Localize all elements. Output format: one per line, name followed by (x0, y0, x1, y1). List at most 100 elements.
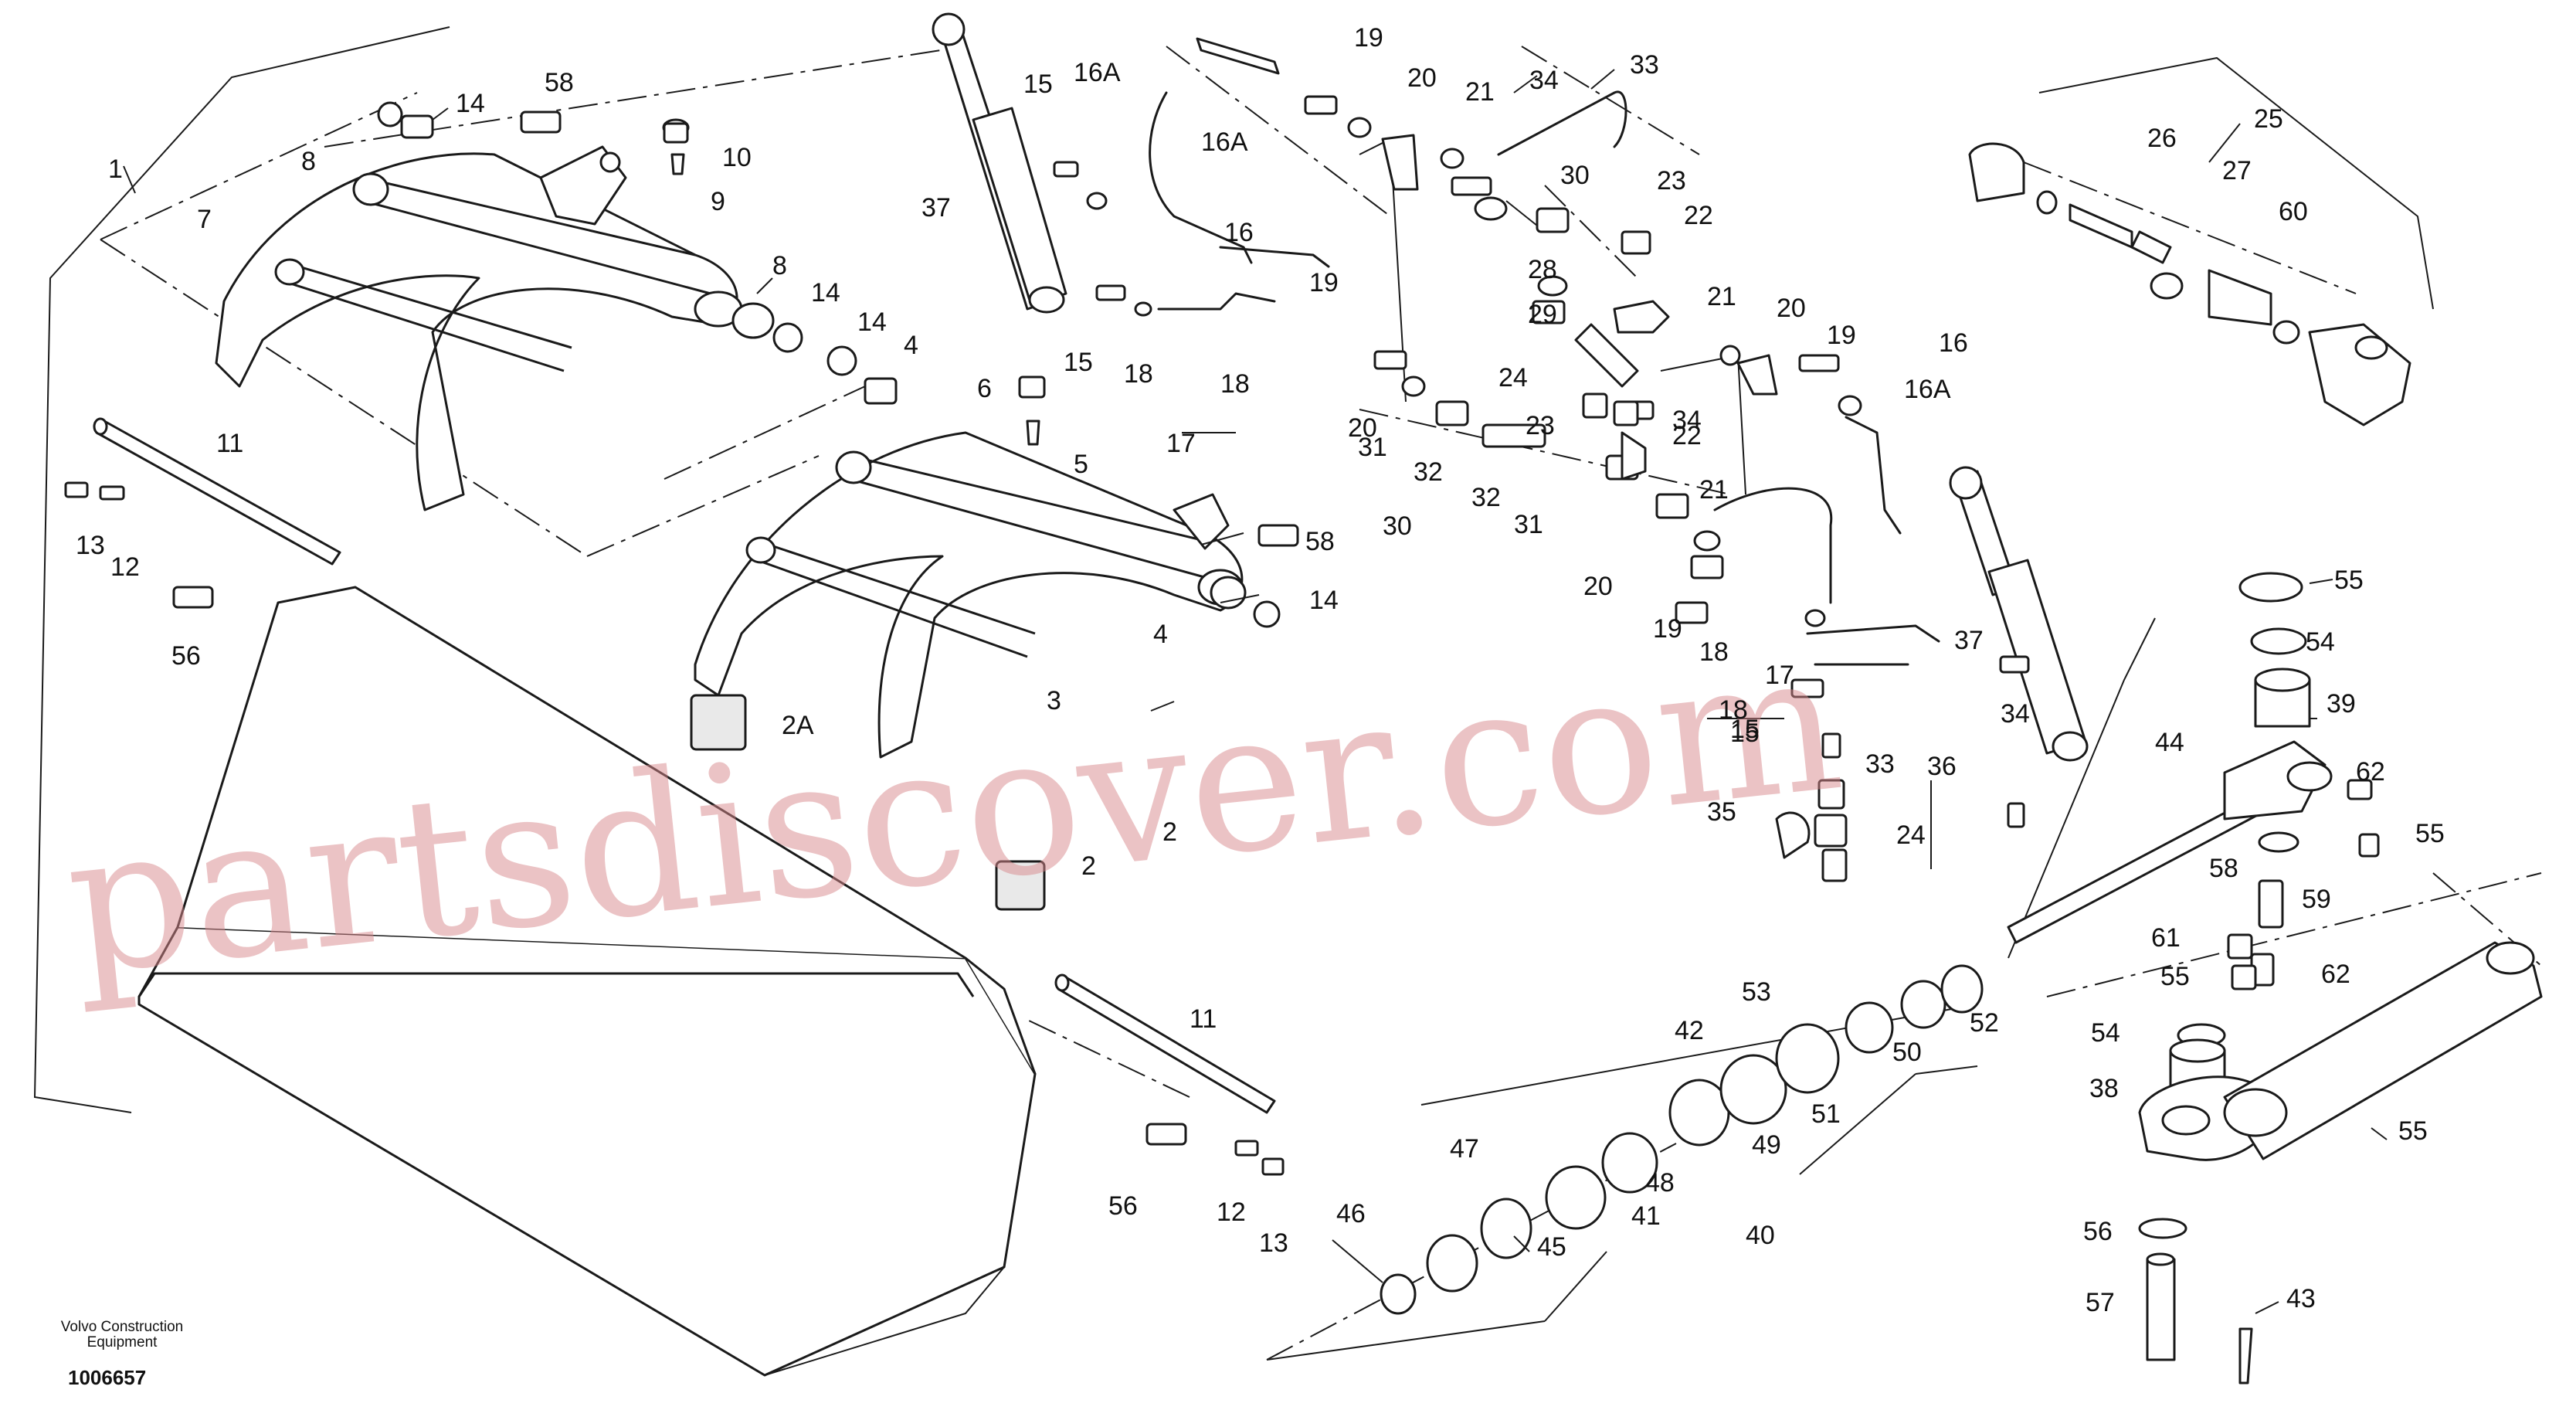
callout-label: 46 (1336, 1199, 1366, 1228)
callout-label: 15 (1730, 715, 1760, 744)
callout-label: 16 (1939, 328, 1968, 358)
callout-label: 22 (1684, 201, 1713, 230)
callout-label: 19 (1653, 614, 1682, 644)
callout-label: 11 (216, 429, 243, 458)
callout-label: 15 (1023, 70, 1053, 99)
callout-label: 7 (197, 205, 212, 234)
callout-label: 31 (1358, 433, 1387, 462)
callout-label: 52 (1970, 1008, 1999, 1038)
hydraulic-lines (1166, 46, 1978, 1106)
callout-label: 48 (1645, 1168, 1675, 1198)
callout-label: 44 (2155, 728, 2184, 757)
callout-label: 24 (1498, 363, 1528, 392)
callout-label: 55 (2398, 1116, 2428, 1146)
shafts (93, 417, 1276, 1114)
callout-label: 56 (2083, 1217, 2113, 1246)
callout-label: 2 (1081, 851, 1096, 881)
callout-label: 36 (1927, 752, 1957, 781)
callout-label: 18 (1220, 369, 1250, 399)
hydraulic-hoses (1149, 37, 1940, 666)
clamp-arm-lower (694, 431, 1244, 759)
callout-label: 14 (456, 89, 485, 118)
callout-label: 13 (1259, 1228, 1288, 1258)
callout-label: 39 (2327, 689, 2356, 719)
callout-label: 62 (2321, 960, 2350, 989)
callout-label: 5 (1074, 450, 1088, 479)
callout-label: 2 (1162, 817, 1177, 847)
callout-label: 34 (1672, 406, 1702, 435)
callout-label: 14 (857, 307, 887, 337)
callout-label: 29 (1528, 300, 1557, 329)
hydraulic-fittings (1053, 95, 2030, 882)
callout-label: 55 (2160, 962, 2190, 991)
callout-label: 45 (1537, 1232, 1566, 1262)
callout-label: 51 (1811, 1099, 1841, 1129)
cylinder-assembly (2007, 572, 2543, 1385)
callout-label: 54 (2091, 1018, 2120, 1048)
callout-label: 21 (1707, 282, 1736, 311)
callout-label: 31 (1514, 510, 1543, 539)
callout-label: 12 (1217, 1198, 1246, 1227)
callout-label: 53 (1742, 977, 1771, 1007)
callout-label: 21 (1465, 77, 1495, 107)
callout-label: 26 (2147, 124, 2177, 153)
callout-label: 15 (1730, 719, 1760, 748)
callout-label: 18 (1124, 359, 1153, 389)
callout-label: 17 (1166, 429, 1196, 458)
callout-label: 14 (811, 278, 840, 307)
callout-label: 14 (1309, 586, 1339, 615)
callout-label: 56 (1108, 1191, 1138, 1221)
callout-label: 19 (1354, 23, 1383, 53)
callout-label: 17 (1765, 661, 1794, 690)
callout-label: 4 (1153, 620, 1168, 649)
callout-label: 9 (711, 187, 725, 216)
brand-block: Volvo Construction Equipment (29, 1320, 215, 1351)
callout-label: 34 (1529, 66, 1559, 95)
small-parts-left (64, 101, 1299, 1176)
callout-label: 43 (2286, 1284, 2316, 1313)
callout-label: 19 (1827, 321, 1856, 350)
callout-leaders (123, 69, 2388, 1314)
callout-label: 58 (545, 68, 574, 97)
callout-label: 33 (1630, 50, 1659, 80)
callout-label: 16A (1074, 58, 1121, 87)
callout-label: 24 (1896, 821, 1926, 850)
piston-and-seals (1266, 964, 1984, 1361)
callout-label: 60 (2279, 197, 2308, 226)
callout-label: 54 (2306, 627, 2335, 657)
callout-label: 11 (1190, 1004, 1217, 1034)
callout-label: 35 (1707, 797, 1736, 827)
callout-label: 41 (1631, 1201, 1661, 1231)
callout-label: 16A (1201, 127, 1248, 157)
callout-label: 20 (1777, 294, 1806, 323)
brand-line-2: Equipment (87, 1334, 158, 1351)
callout-label: 50 (1892, 1038, 1922, 1067)
callout-label: 18 (1719, 695, 1748, 725)
bucket (137, 586, 1037, 1377)
callout-label: 8 (772, 251, 787, 280)
callout-label: 19 (1309, 268, 1339, 297)
callout-label: 16A (1904, 375, 1951, 404)
callout-label: 40 (1746, 1221, 1775, 1250)
callout-label: 4 (904, 331, 918, 360)
callout-labels: 1 58 14 10 8 9 7 8 14 14 4 6 5 11 13 12 … (76, 23, 2445, 1317)
brand-line-1: Volvo Construction (60, 1319, 184, 1335)
callout-label: 57 (2086, 1288, 2115, 1317)
callout-label: 30 (1383, 511, 1412, 541)
callout-label: 18 (1699, 637, 1729, 667)
callout-label: 22 (1672, 421, 1702, 450)
callout-label: 3 (1047, 686, 1061, 715)
callout-label: 32 (1414, 457, 1443, 487)
callout-label: 33 (1865, 749, 1895, 779)
callout-label: 12 (110, 552, 140, 582)
callout-label: 56 (171, 641, 201, 671)
callout-label: 37 (1954, 626, 1984, 655)
callout-label: 16 (1224, 218, 1254, 247)
callout-label: 34 (2001, 699, 2030, 729)
callout-label: 62 (2356, 757, 2385, 787)
callout-label: 6 (977, 374, 992, 403)
callout-label: 55 (2415, 819, 2445, 848)
callout-label: 15 (1064, 348, 1093, 377)
callout-label: 1 (108, 155, 123, 184)
